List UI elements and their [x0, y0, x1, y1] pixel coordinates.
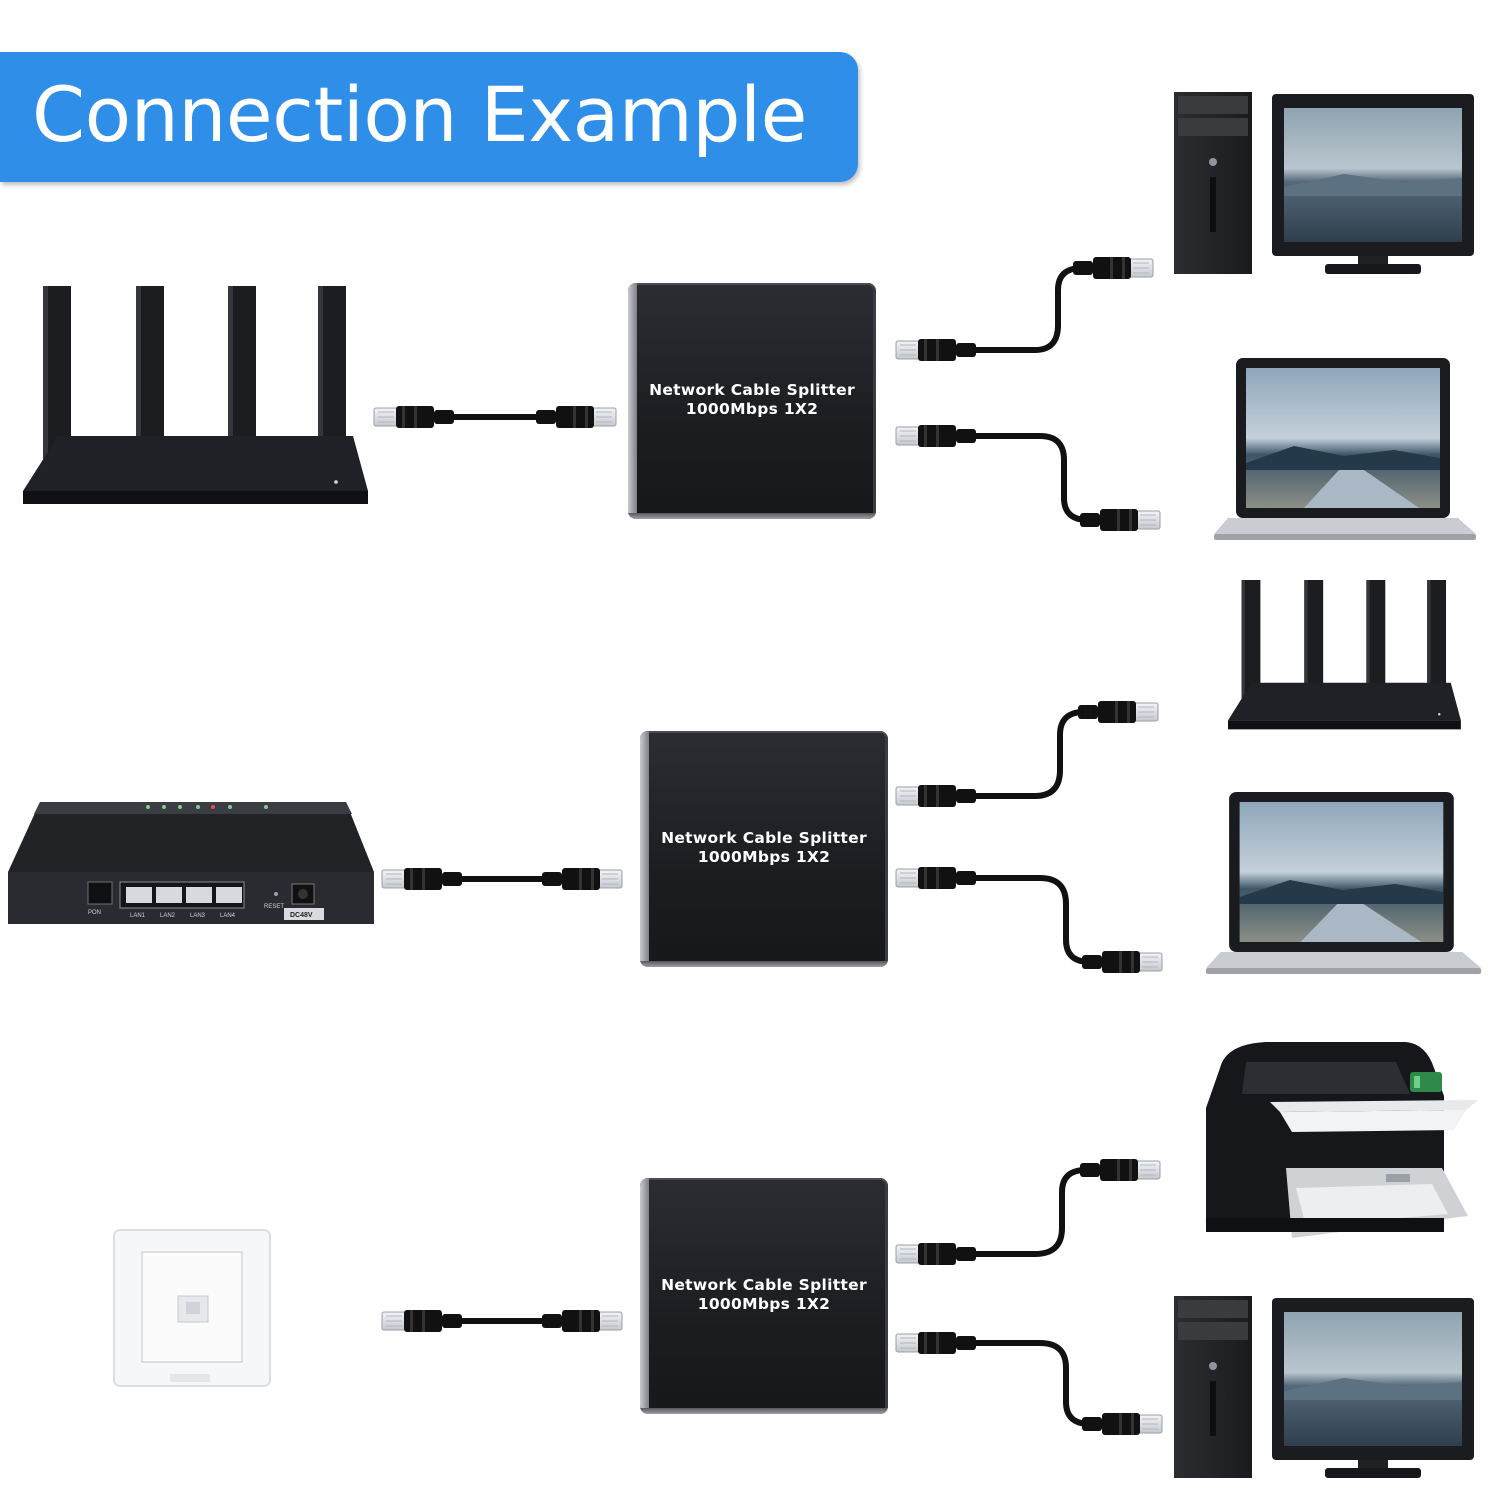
modem-port-label: PON	[88, 910, 101, 916]
rj45-plug	[542, 1310, 622, 1332]
splitter-label: Network Cable Splitter 1000Mbps 1X2	[640, 1276, 888, 1314]
modem-port-label: LAN4	[220, 913, 236, 919]
title-banner: Connection Example	[0, 52, 858, 182]
modem-port-label: LAN1	[130, 913, 146, 919]
splitter-label-line1: Network Cable Splitter	[661, 1276, 867, 1294]
modem-port-label: RESET	[264, 904, 284, 910]
rj45-plug	[381, 1309, 463, 1333]
rj45-plug	[1080, 1159, 1160, 1181]
desktop-computer-device	[1174, 1296, 1474, 1478]
row2-cables	[381, 0, 1500, 1000]
wall-socket-device	[113, 1229, 271, 1387]
network-cable-splitter: Network Cable Splitter 1000Mbps 1X2	[628, 283, 876, 519]
rj45-plug	[895, 1242, 977, 1266]
onu-modem-device: PON LAN1 LAN2 LAN3 LAN4 RESET DC48V	[8, 802, 374, 924]
splitter-label: Network Cable Splitter 1000Mbps 1X2	[640, 829, 888, 867]
rj45-plug	[1082, 1413, 1162, 1435]
page-title: Connection Example	[32, 70, 807, 159]
network-cable-splitter: Network Cable Splitter 1000Mbps 1X2	[640, 1178, 888, 1414]
connection-row-1: Network Cable Splitter 1000Mbps 1X2	[0, 0, 1500, 560]
modem-port-label: LAN3	[190, 913, 206, 919]
modem-port-label: LAN2	[160, 913, 176, 919]
row1-cables	[373, 0, 1500, 560]
splitter-label-line2: 1000Mbps 1X2	[697, 1295, 831, 1313]
modem-port-label: DC48V	[290, 912, 313, 919]
printer-device	[1206, 1042, 1478, 1238]
splitter-label-line2: 1000Mbps 1X2	[697, 848, 831, 866]
splitter-label-line2: 1000Mbps 1X2	[685, 400, 819, 418]
splitter-label-line1: Network Cable Splitter	[661, 829, 867, 847]
splitter-label-line1: Network Cable Splitter	[649, 381, 855, 399]
connection-row-2: PON LAN1 LAN2 LAN3 LAN4 RESET DC48V Netw…	[8, 0, 1500, 1000]
splitter-label: Network Cable Splitter 1000Mbps 1X2	[628, 381, 876, 419]
network-cable-splitter: Network Cable Splitter 1000Mbps 1X2	[640, 731, 888, 967]
rj45-plug	[895, 1331, 977, 1355]
